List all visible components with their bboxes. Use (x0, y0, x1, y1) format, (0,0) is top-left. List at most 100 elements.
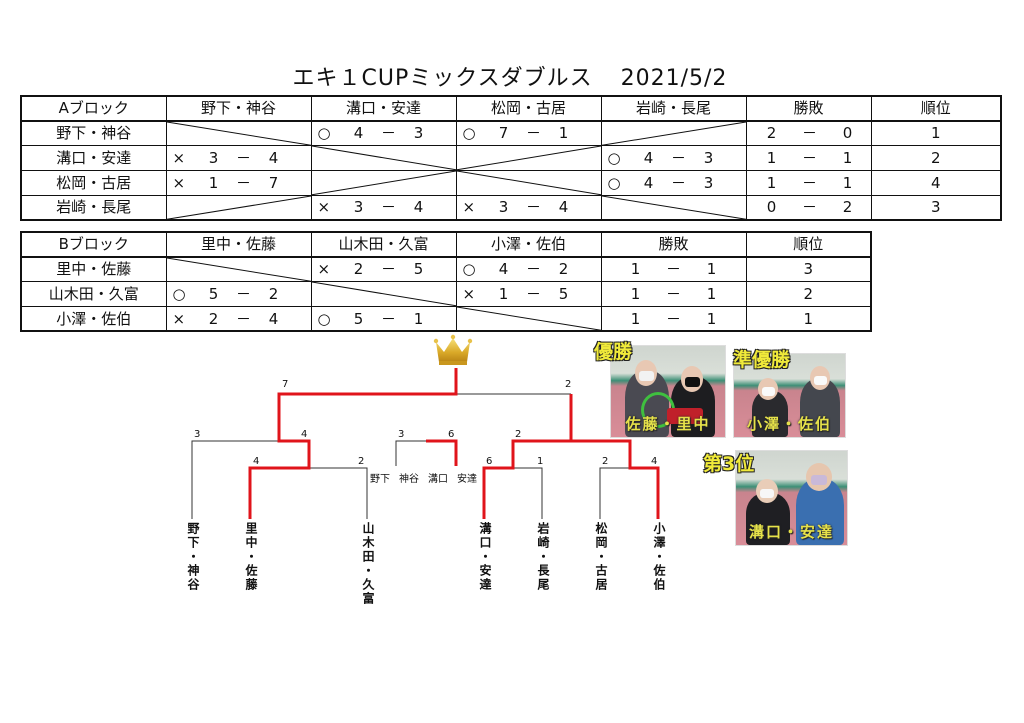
diagonal-line (312, 282, 456, 306)
empty-diagonal-cell (165, 256, 312, 283)
score-dash: － (525, 284, 541, 303)
result-mark: × (172, 173, 186, 192)
team-name-cell: 里中・佐藤 (20, 256, 167, 283)
runner-up-title: 準優勝 (733, 349, 791, 371)
empty-diagonal-cell (600, 194, 747, 221)
score-dash: － (380, 198, 396, 217)
match-result-cell: ○7－1 (455, 120, 602, 147)
placement-left-name-2: 神谷 (399, 474, 419, 485)
win-loss-cell: 1－1 (600, 305, 747, 332)
match-result-cell: ○4－3 (600, 169, 747, 196)
wins: 1 (630, 260, 641, 279)
result-mark: ○ (462, 124, 476, 143)
block-b-header-cell: 小澤・佐伯 (455, 231, 602, 258)
empty-diagonal-cell (455, 305, 602, 332)
score-dash: － (235, 309, 251, 328)
score-dash: － (380, 124, 396, 143)
score-against: 4 (558, 198, 569, 217)
score-dash: － (235, 148, 251, 167)
score-qf-right-a-right: 1 (537, 456, 544, 467)
bracket-team-6: 松岡・古居 (594, 522, 608, 592)
match-result-cell: ×3－4 (165, 145, 312, 171)
team-name-cell: 岩崎・長尾 (20, 194, 167, 221)
score-for: 5 (208, 284, 219, 303)
block-b-header-cell: 勝敗 (600, 231, 747, 258)
losses: 1 (706, 260, 717, 279)
win-loss-cell: 1 － 1 (600, 281, 747, 307)
losses: 1 (842, 173, 853, 192)
team-name-cell: 小澤・佐伯 (20, 305, 167, 332)
result-mark: × (172, 148, 186, 167)
block-a-table: Aブロック野下・神谷溝口・安達松岡・古居岩崎・長尾勝敗順位野下・神谷○4－3○7… (20, 95, 1002, 221)
score-semi-right-top: 2 (515, 429, 522, 440)
empty-diagonal-cell (165, 194, 312, 221)
score-final-left: 7 (282, 379, 289, 390)
score-for: 4 (498, 260, 509, 279)
score-for: 2 (208, 309, 219, 328)
wins: 0 (766, 198, 777, 217)
score-placement-left: 3 (398, 429, 405, 440)
score-placement-right: 6 (448, 429, 455, 440)
team-name-cell: 山木田・久富 (20, 281, 167, 307)
block-a-header-cell: 勝敗 (745, 95, 872, 122)
empty-diagonal-cell (310, 169, 457, 196)
result-mark: ○ (607, 173, 621, 192)
score-against: 1 (413, 309, 424, 328)
diagonal-line (457, 307, 601, 330)
champion-title: 優勝 (594, 341, 633, 363)
diagonal-line (312, 146, 456, 170)
wl-dash: － (665, 284, 681, 303)
score-dash: － (380, 260, 396, 279)
wins: 1 (630, 309, 641, 328)
match-result-cell: ○4－3 (600, 145, 747, 171)
losses: 1 (706, 284, 717, 303)
wl-dash: － (801, 173, 817, 192)
win-loss-cell: 1－1 (600, 256, 747, 283)
tournament-name: エキ１CUPミックスダブルス (292, 66, 593, 91)
match-result-cell: ○4－2 (455, 256, 602, 283)
score-against: 7 (268, 173, 279, 192)
score-dash: － (670, 148, 686, 167)
bracket-team-2: 里中・佐藤 (244, 522, 258, 592)
wins: 1 (630, 284, 641, 303)
diagonal-line (312, 171, 456, 195)
block-a-header-cell: 岩崎・長尾 (600, 95, 747, 122)
match-result-cell: ×2－4 (165, 305, 312, 332)
score-qf-right-a-left: 6 (486, 456, 493, 467)
crown-icon (433, 334, 473, 365)
result-mark: ○ (317, 309, 331, 328)
score-dash: － (525, 260, 541, 279)
match-result-cell: ○5－1 (310, 305, 457, 332)
block-b-header-cell: 順位 (745, 231, 872, 258)
wins: 2 (766, 124, 777, 143)
match-result-cell: ×3－4 (455, 194, 602, 221)
result-mark: ○ (172, 284, 186, 303)
wl-dash: － (801, 124, 817, 143)
score-against: 5 (413, 260, 424, 279)
win-loss-cell: 1－1 (745, 169, 872, 196)
score-qf-left-bottom: 2 (358, 456, 365, 467)
win-loss-cell: 1－1 (745, 145, 872, 171)
score-for: 3 (353, 198, 364, 217)
diagonal-line (167, 122, 311, 145)
win-loss-cell: 2－0 (745, 120, 872, 147)
match-result-cell: ×3－4 (310, 194, 457, 221)
block-a-header-row: Aブロック野下・神谷溝口・安達松岡・古居岩崎・長尾勝敗順位 (20, 95, 1002, 122)
win-loss-cell: 0－2 (745, 194, 872, 221)
result-mark: × (462, 284, 476, 303)
bracket-team-4: 溝口・安達 (478, 522, 492, 592)
diagonal-line (602, 122, 746, 145)
score-dash: － (670, 173, 686, 192)
third-place-caption: 溝口・安達 (748, 523, 834, 541)
score-against: 4 (268, 148, 279, 167)
score-against: 2 (268, 284, 279, 303)
result-mark: ○ (462, 260, 476, 279)
score-for: 4 (643, 173, 654, 192)
score-dash: － (235, 284, 251, 303)
placement-right-name-1: 溝口 (428, 474, 448, 485)
runner-up-photo: 小澤・佐伯 (733, 353, 846, 438)
score-dash: － (525, 124, 541, 143)
